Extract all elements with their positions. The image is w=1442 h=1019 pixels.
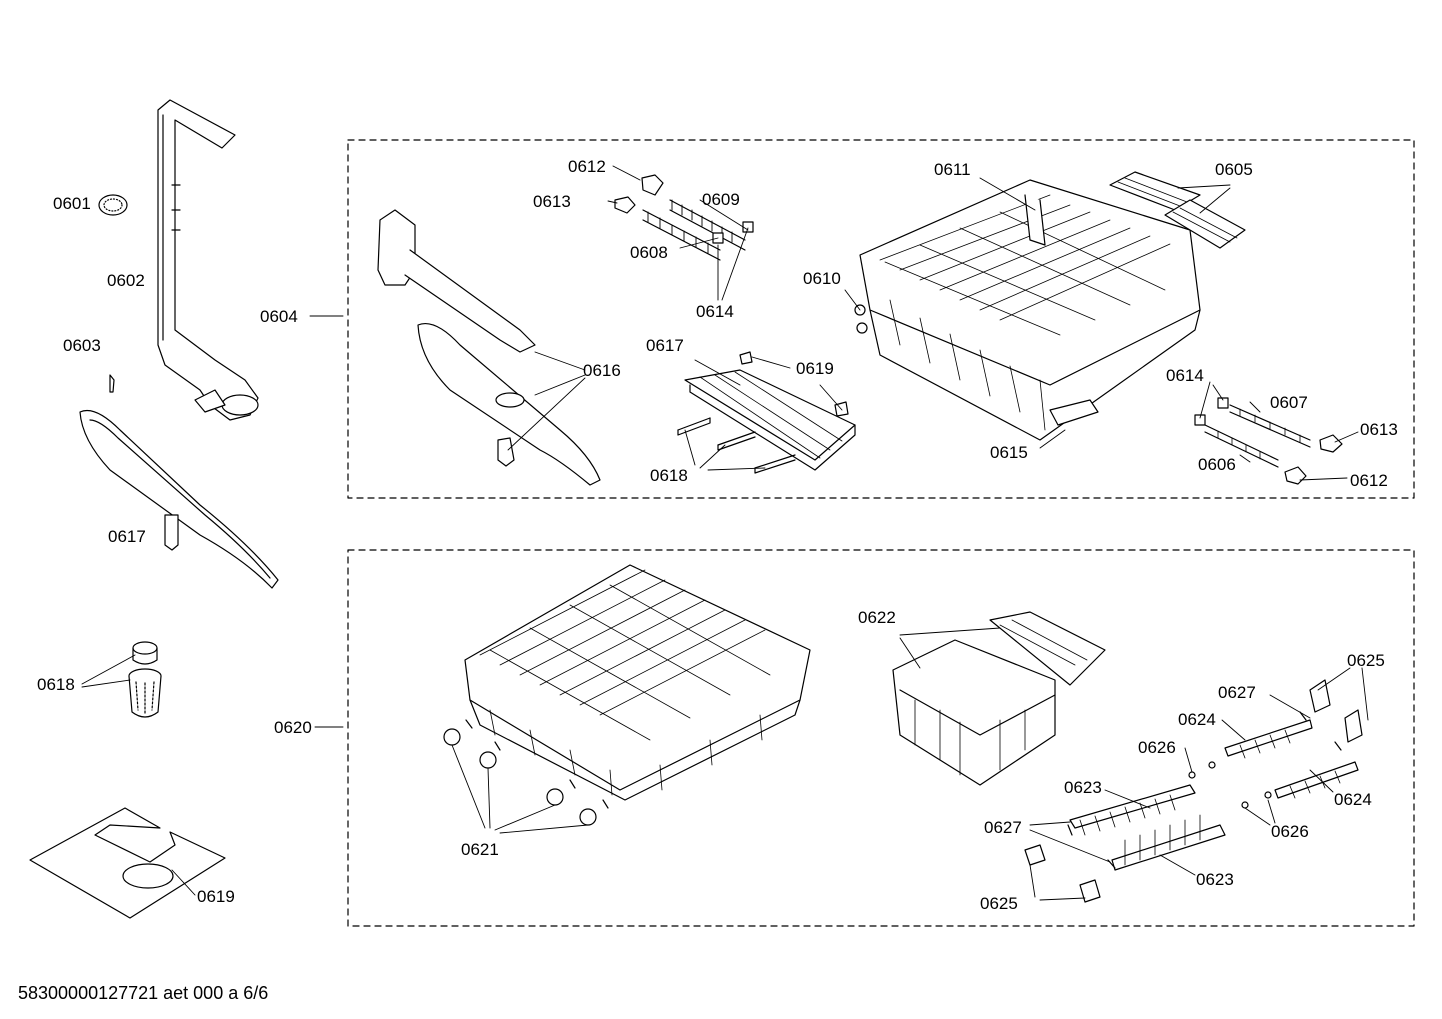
part-0619-cover-plate: [29, 807, 226, 919]
label-0603: 0603: [63, 336, 101, 355]
label-0602: 0602: [107, 271, 145, 290]
part-0621-wheels: [443, 719, 609, 826]
label-0616: 0616: [583, 361, 621, 380]
label-0617-left: 0617: [108, 527, 146, 546]
label-0619-left: 0619: [197, 887, 235, 906]
label-0605: 0605: [1215, 160, 1253, 179]
part-0625-0626-0627-clips: [1024, 679, 1363, 903]
label-0610: 0610: [803, 269, 841, 288]
label-0607: 0607: [1270, 393, 1308, 412]
label-0611: 0611: [934, 160, 971, 179]
part-0623-0624-tine-rows: [1069, 719, 1359, 871]
label-0612-upper: 0612: [568, 157, 606, 176]
label-0622: 0622: [858, 608, 896, 627]
label-0624-upper: 0624: [1178, 710, 1216, 729]
label-0619-upper: 0619: [796, 359, 834, 378]
label-0613-upper: 0613: [533, 192, 571, 211]
part-upper-rail-parts-right: [1194, 397, 1343, 485]
label-0623-lower: 0623: [1196, 870, 1234, 889]
part-upper-rail-parts-left: [614, 174, 754, 261]
label-0612-lower: 0612: [1350, 471, 1388, 490]
label-0615: 0615: [990, 443, 1028, 462]
part-0622-cutlery-basket: [892, 611, 1106, 786]
label-0601: 0601: [53, 194, 91, 213]
label-0606: 0606: [1198, 455, 1236, 474]
label-0624-lower: 0624: [1334, 790, 1372, 809]
lower-rack-group-box: [347, 549, 1415, 927]
label-0614-lower: 0614: [1166, 366, 1204, 385]
part-0611-upper-rack: [854, 179, 1201, 441]
label-0625-lower: 0625: [980, 894, 1018, 913]
part-0618-filter: [128, 641, 162, 718]
part-0605-tine-rows: [1109, 171, 1246, 249]
part-0603-screw: [109, 374, 115, 393]
label-0626-lower: 0626: [1271, 822, 1309, 841]
label-0618-left: 0618: [37, 675, 75, 694]
label-0627-upper: 0627: [1218, 683, 1256, 702]
upper-rack-group-box: [347, 139, 1415, 499]
label-0614-upper: 0614: [696, 302, 734, 321]
label-0626-upper: 0626: [1138, 738, 1176, 757]
part-0616-upper-spray-arm: [377, 209, 601, 486]
label-0620: 0620: [274, 718, 312, 737]
drawing-code-footer: 58300000127721 aet 000 a 6/6: [18, 983, 269, 1003]
part-0617-lower-spray-arm: [79, 409, 279, 589]
label-0621: 0621: [461, 840, 499, 859]
label-0623-upper: 0623: [1064, 778, 1102, 797]
label-0604: 0604: [260, 307, 298, 326]
label-0608: 0608: [630, 243, 668, 262]
part-0602-supply-pipe: [157, 99, 259, 421]
label-0618-upper: 0618: [650, 466, 688, 485]
label-0613-lower: 0613: [1360, 420, 1398, 439]
part-0601-nozzle: [98, 194, 128, 216]
leader-lines: [81, 165, 1369, 901]
label-0609: 0609: [702, 190, 740, 209]
label-0627-lower: 0627: [984, 818, 1022, 837]
part-upper-cutlery-tray: [677, 351, 856, 474]
part-0620-lower-rack: [464, 564, 811, 801]
label-0625-upper: 0625: [1347, 651, 1385, 670]
label-0617-upper: 0617: [646, 336, 684, 355]
